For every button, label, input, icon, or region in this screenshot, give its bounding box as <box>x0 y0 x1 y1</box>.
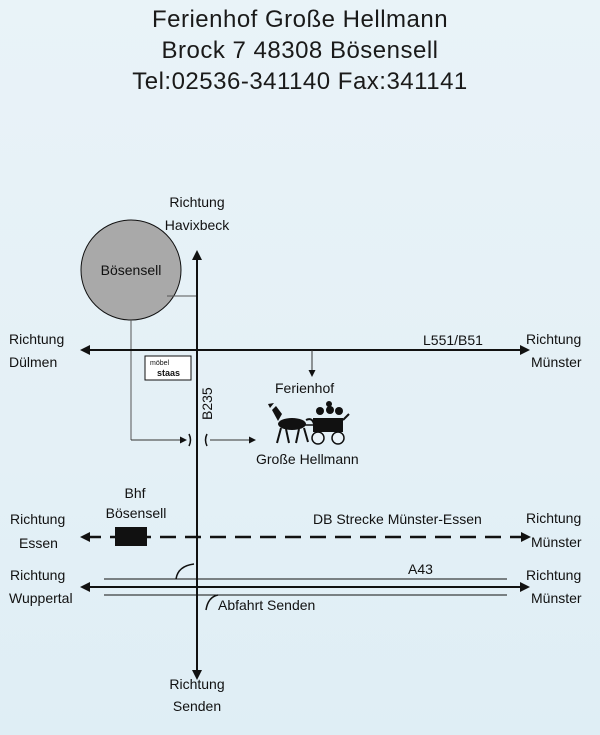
railway-label: DB Strecke Münster-Essen <box>313 511 482 527</box>
west-rail-direction-1: Richtung <box>10 511 65 527</box>
bridge-mark-left <box>188 433 192 447</box>
station-label-1: Bhf <box>124 485 145 501</box>
east-highway-direction-1: Richtung <box>526 567 581 583</box>
south-direction-2: Senden <box>173 698 221 714</box>
east-rail-direction-2: Münster <box>531 534 582 550</box>
exit-ramp-north <box>175 563 195 580</box>
south-direction-1: Richtung <box>169 676 224 692</box>
contact-line: Tel:02536-341140 Fax:341141 <box>132 68 468 95</box>
west-highway-direction-2: Wuppertal <box>9 590 73 606</box>
town-label: Bösensell <box>101 262 162 278</box>
north-direction-1: Richtung <box>169 194 224 210</box>
west-road-direction-1: Richtung <box>9 331 64 347</box>
address-line: Brock 7 48308 Bösensell <box>161 37 439 64</box>
farm-label-2: Große Hellmann <box>256 451 359 467</box>
bridge-mark-right <box>204 433 208 447</box>
north-direction-2: Havixbeck <box>165 217 231 233</box>
east-highway-direction-2: Münster <box>531 590 582 606</box>
east-rail-direction-1: Richtung <box>526 510 581 526</box>
west-highway-direction-1: Richtung <box>10 567 65 583</box>
shop-small-label: möbel <box>150 360 170 367</box>
station-marker <box>115 527 147 546</box>
b235-label: B235 <box>199 387 215 420</box>
west-road-direction-2: Dülmen <box>9 354 57 370</box>
l551-label: L551/B51 <box>423 332 483 348</box>
exit-label: Abfahrt Senden <box>218 597 315 613</box>
shop-name-label: staas <box>157 368 180 378</box>
shop-sign <box>144 355 192 381</box>
a43-label: A43 <box>408 561 433 577</box>
farm-name-heading: Ferienhof Große Hellmann <box>151 6 449 33</box>
exit-ramp-south <box>205 594 219 611</box>
west-rail-direction-2: Essen <box>19 535 58 551</box>
station-label-2: Bösensell <box>106 505 167 521</box>
horse-carriage-icon <box>268 401 350 445</box>
east-road-direction-2: Münster <box>531 354 582 370</box>
farm-label-1: Ferienhof <box>275 380 334 396</box>
east-road-direction-1: Richtung <box>526 331 581 347</box>
